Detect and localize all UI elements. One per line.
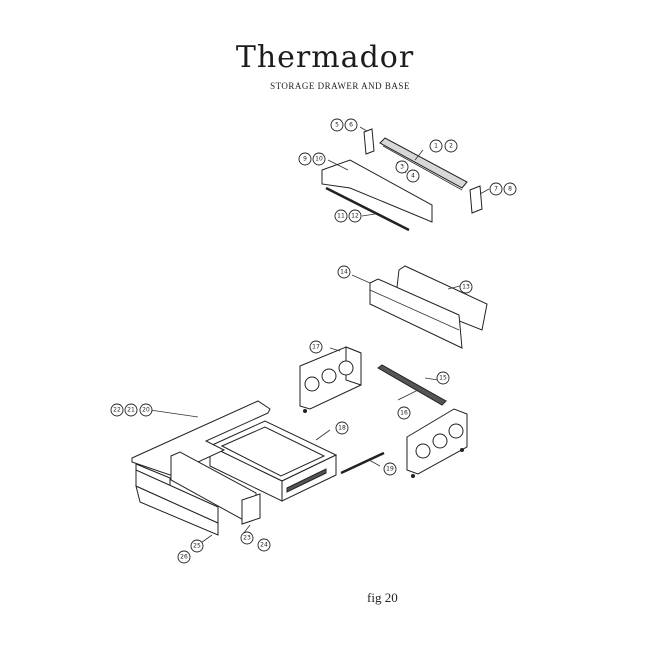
svg-text:10: 10: [315, 156, 323, 163]
svg-text:13: 13: [462, 284, 470, 291]
callout-23: 23: [240, 531, 254, 545]
svg-text:15: 15: [439, 375, 447, 382]
svg-text:7: 7: [494, 186, 498, 193]
svg-text:19: 19: [386, 466, 394, 473]
svg-text:21: 21: [127, 407, 135, 414]
callout-24: 24: [257, 538, 271, 552]
svg-text:12: 12: [351, 213, 359, 220]
svg-text:4: 4: [411, 173, 415, 180]
callout-11: 11: [334, 209, 348, 223]
right-side-panel: [406, 408, 468, 478]
callout-1: 1: [429, 139, 443, 153]
svg-text:26: 26: [180, 554, 188, 561]
rail-part: [379, 137, 468, 189]
svg-text:14: 14: [340, 269, 348, 276]
figure-label: fig 20: [367, 590, 398, 605]
callout-8: 8: [503, 182, 517, 196]
bracket-right-part: [469, 185, 483, 214]
lower-plate-part: [369, 278, 463, 349]
svg-text:25: 25: [193, 543, 201, 550]
svg-text:1: 1: [434, 143, 438, 150]
callout-3: 3: [395, 160, 409, 174]
callout-9: 9: [298, 152, 312, 166]
callout-22: 22: [110, 403, 124, 417]
slide-rail-part: [377, 364, 447, 406]
leader-lines: [149, 126, 490, 546]
svg-text:17: 17: [312, 344, 320, 351]
callout-6: 6: [344, 118, 358, 132]
callout-26: 26: [177, 550, 191, 564]
diagram-subtitle: STORAGE DRAWER AND BASE: [270, 81, 410, 91]
callout-21: 21: [124, 403, 138, 417]
callout-16: 16: [397, 406, 411, 420]
bracket-left-part: [363, 128, 375, 155]
callout-18: 18: [335, 421, 349, 435]
callout-17: 17: [309, 340, 323, 354]
callout-25: 25: [190, 539, 204, 553]
svg-text:9: 9: [303, 156, 307, 163]
callout-5: 5: [330, 118, 344, 132]
panel-part: [321, 159, 433, 223]
callout-15: 15: [436, 371, 450, 385]
svg-text:22: 22: [113, 407, 121, 414]
callout-10: 10: [312, 152, 326, 166]
middle-plate-assembly: [369, 265, 488, 349]
base-frame-part: [131, 400, 271, 536]
rod-part: [340, 451, 385, 475]
trim-bar-part: [325, 186, 410, 232]
svg-text:16: 16: [400, 410, 408, 417]
svg-text:8: 8: [508, 186, 512, 193]
callout-2: 2: [444, 139, 458, 153]
svg-text:20: 20: [142, 407, 150, 414]
top-rail-assembly: [321, 128, 483, 232]
svg-text:3: 3: [400, 164, 404, 171]
svg-text:24: 24: [260, 542, 268, 549]
svg-text:6: 6: [349, 122, 353, 129]
svg-text:2: 2: [449, 143, 453, 150]
callout-7: 7: [489, 182, 503, 196]
brand-title: Thermador: [235, 40, 415, 75]
drawer-part: [208, 420, 338, 502]
svg-text:18: 18: [338, 425, 346, 432]
callout-13: 13: [459, 280, 473, 294]
svg-text:5: 5: [335, 122, 339, 129]
callout-14: 14: [337, 265, 351, 279]
callout-4: 4: [406, 169, 420, 183]
callout-12: 12: [348, 209, 362, 223]
svg-text:23: 23: [243, 535, 251, 542]
svg-text:11: 11: [337, 213, 345, 220]
callout-20: 20: [139, 403, 153, 417]
left-side-panel: [299, 346, 362, 413]
callout-19: 19: [383, 462, 397, 476]
